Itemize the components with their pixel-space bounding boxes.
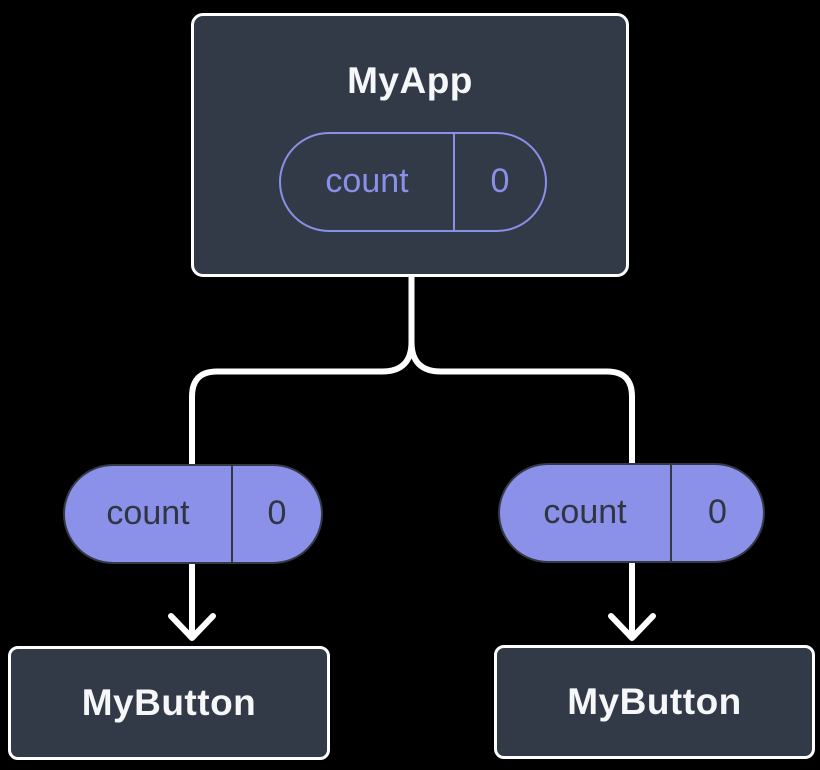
prop-pill-right-value: 0 xyxy=(670,465,763,561)
prop-pill-left-value: 0 xyxy=(231,466,321,562)
state-pill-name: count xyxy=(325,162,409,200)
prop-pill-left: count 0 xyxy=(63,464,323,564)
prop-pill-right-name: count xyxy=(543,493,627,531)
root-component-node: MyApp count 0 xyxy=(191,13,629,277)
root-component-title: MyApp xyxy=(347,60,473,101)
child-component-title-right: MyButton xyxy=(567,681,742,722)
edge-left-branch xyxy=(189,272,415,639)
arrowhead-right-icon xyxy=(608,613,656,641)
prop-pill-right: count 0 xyxy=(498,463,765,563)
child-component-title-left: MyButton xyxy=(81,682,257,723)
state-pill: count 0 xyxy=(279,132,547,232)
child-component-node-right: MyButton xyxy=(494,645,815,759)
edge-right-branch xyxy=(408,339,635,639)
child-component-node-left: MyButton xyxy=(8,646,330,760)
arrowhead-left-icon xyxy=(168,613,216,641)
prop-pill-left-name: count xyxy=(106,494,190,532)
state-pill-value: 0 xyxy=(453,134,545,230)
